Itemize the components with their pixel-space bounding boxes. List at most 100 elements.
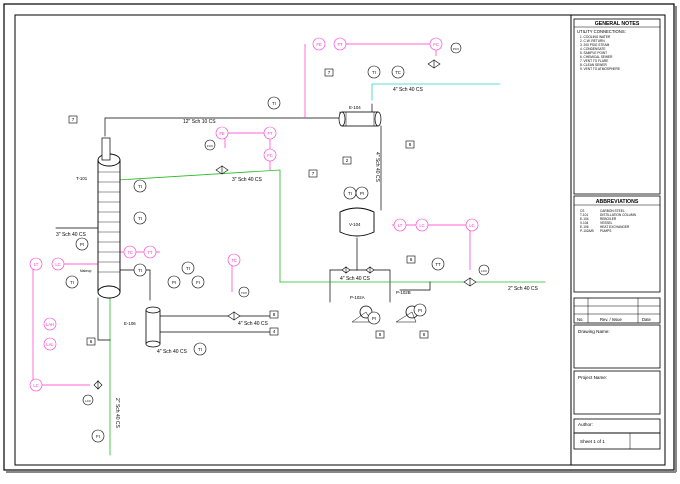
- project-name-label: Project Name:: [578, 375, 607, 380]
- svg-text:2: 2: [346, 158, 349, 163]
- condenser-tag: E-104: [349, 105, 361, 110]
- pump-a-tag: P-102A: [350, 295, 365, 300]
- label-exch-out: 4" Sch 40 CS: [157, 349, 188, 355]
- utility-box-6-c: 6: [375, 330, 385, 339]
- utility-box-2: 2: [342, 156, 352, 165]
- general-notes-item-0: UTILITY CONNECTIONS:: [577, 29, 626, 34]
- svg-text:PI: PI: [418, 308, 422, 313]
- heat-exchanger-e106: [145, 306, 161, 348]
- revision-col-date: Date: [642, 317, 652, 322]
- pi-bubble-1: PI: [75, 237, 89, 251]
- svg-text:TI: TI: [198, 347, 202, 352]
- svg-text:7: 7: [312, 171, 315, 176]
- fe-bubble-2: FE: [215, 126, 229, 140]
- label-pump-header: 4" Sch 40 CS: [340, 276, 371, 282]
- svg-text:TT: TT: [147, 250, 153, 255]
- abbr-code-5: P-102A/B: [580, 229, 594, 233]
- svg-text:FT: FT: [337, 42, 343, 47]
- utility-box-7-mid: 7: [308, 169, 318, 178]
- abbr-code-3: V-104: [580, 221, 589, 225]
- label-feed-line: 3" Sch 40 CS: [56, 232, 87, 238]
- ti-bubble-6: TI: [65, 275, 79, 289]
- svg-text:LC: LC: [469, 223, 474, 228]
- svg-text:TI: TI: [348, 191, 352, 196]
- svg-text:FE: FE: [219, 131, 225, 136]
- general-notes-item-9: 9. VENT TO ATMOSPHERE: [580, 67, 620, 71]
- cooling-water-line: [371, 83, 501, 101]
- condenser-exchanger: [338, 111, 382, 127]
- general-notes-title: GENERAL NOTES: [595, 21, 640, 27]
- svg-text:TC: TC: [231, 258, 237, 263]
- project-name-box: [573, 370, 661, 415]
- label-cw-line: 4" Sch 40 CS: [393, 87, 424, 93]
- svg-text:4: 4: [273, 329, 276, 334]
- reflux-line: [117, 169, 281, 283]
- ti-bubble-8: TI: [181, 261, 195, 275]
- utility-box-6-b: 6: [406, 255, 416, 264]
- pump-discharge-line: [399, 281, 431, 291]
- column-tag: T-101: [76, 176, 88, 181]
- lal-bubble-1: LAL: [43, 337, 57, 351]
- valves: [93, 59, 477, 390]
- svg-text:FC: FC: [433, 42, 439, 47]
- svg-text:LAH: LAH: [46, 322, 54, 327]
- instrument-signal-lines: [32, 43, 471, 386]
- ft-bubble-2: FT: [263, 126, 277, 140]
- general-notes-item-1: 1. COOLING WATER: [580, 35, 611, 39]
- revision-table: [573, 297, 661, 324]
- author-label: Author:: [578, 422, 593, 427]
- label-reflux-line: 3" Sch 40 CS: [232, 177, 263, 183]
- overhead-vapor-line: [104, 117, 341, 137]
- lcv-bubble-2: LCV: [82, 394, 94, 406]
- revision-col-no: No.: [577, 317, 584, 322]
- svg-text:PI: PI: [172, 280, 176, 285]
- svg-text:PI: PI: [372, 316, 376, 321]
- abbr-code-0: CS: [580, 209, 584, 213]
- svg-text:TT: TT: [435, 262, 441, 267]
- ti-bubble-7: TI: [343, 186, 357, 200]
- utility-box-8: 8: [269, 310, 279, 319]
- drawing-name-label: Drawing Name:: [578, 329, 610, 334]
- svg-text:TI: TI: [372, 70, 376, 75]
- abbr-desc-4: HEAT EXCHANGER: [600, 225, 630, 229]
- svg-text:LCV: LCV: [481, 269, 487, 273]
- abbr-desc-2: REBOILER: [600, 217, 617, 221]
- svg-text:TCV: TCV: [241, 291, 247, 295]
- svg-text:6: 6: [90, 339, 93, 344]
- fi-bubble-2: FI: [91, 429, 105, 443]
- label-bottoms: 2" Sch 40 CS: [114, 398, 120, 429]
- svg-text:FI: FI: [196, 280, 200, 285]
- utility-box-4: 4: [269, 327, 279, 336]
- ti-bubble-3: TI: [133, 179, 147, 193]
- svg-text:FI: FI: [96, 434, 100, 439]
- label-exch-top: 4" Sch 40 CS: [238, 321, 269, 327]
- sheet-box: [573, 432, 661, 450]
- fcv-bubble-1: PCV: [450, 42, 462, 54]
- svg-text:TI: TI: [138, 216, 142, 221]
- makeup-label: Makeup: [80, 269, 92, 273]
- drum-tag: V-104: [349, 222, 361, 227]
- pi-bubble-5: PI: [367, 311, 381, 325]
- lcv-bubble-1: LCV: [478, 264, 490, 276]
- general-notes-item-4: 4. CONDENSATE: [580, 47, 605, 51]
- svg-text:6: 6: [379, 332, 382, 337]
- fc-bubble-2: FC: [263, 148, 277, 162]
- tt-bubble-1: TT: [431, 257, 445, 271]
- svg-text:FC: FC: [267, 153, 273, 158]
- distillation-column: [97, 137, 121, 299]
- abbr-desc-3: VESSEL: [600, 221, 613, 225]
- title-block: GENERAL NOTES UTILITY CONNECTIONS: 1. CO…: [570, 15, 661, 465]
- lc-bubble-1: LC: [51, 257, 65, 271]
- general-notes-box: [573, 18, 661, 195]
- svg-text:6: 6: [423, 332, 426, 337]
- svg-text:LAL: LAL: [46, 342, 54, 347]
- revision-col-rev: Rev. / Issue: [600, 317, 622, 322]
- svg-text:PI: PI: [360, 191, 364, 196]
- general-notes-item-7: 7. VENT TO FLARE: [580, 59, 608, 63]
- pi-bubble-3: PI: [355, 186, 369, 200]
- tc-bubble-3: TC: [227, 253, 241, 267]
- abbr-desc-0: CARBON STEEL: [600, 209, 625, 213]
- lc-bubble-3: LC: [415, 218, 429, 232]
- svg-text:TI: TI: [138, 184, 142, 189]
